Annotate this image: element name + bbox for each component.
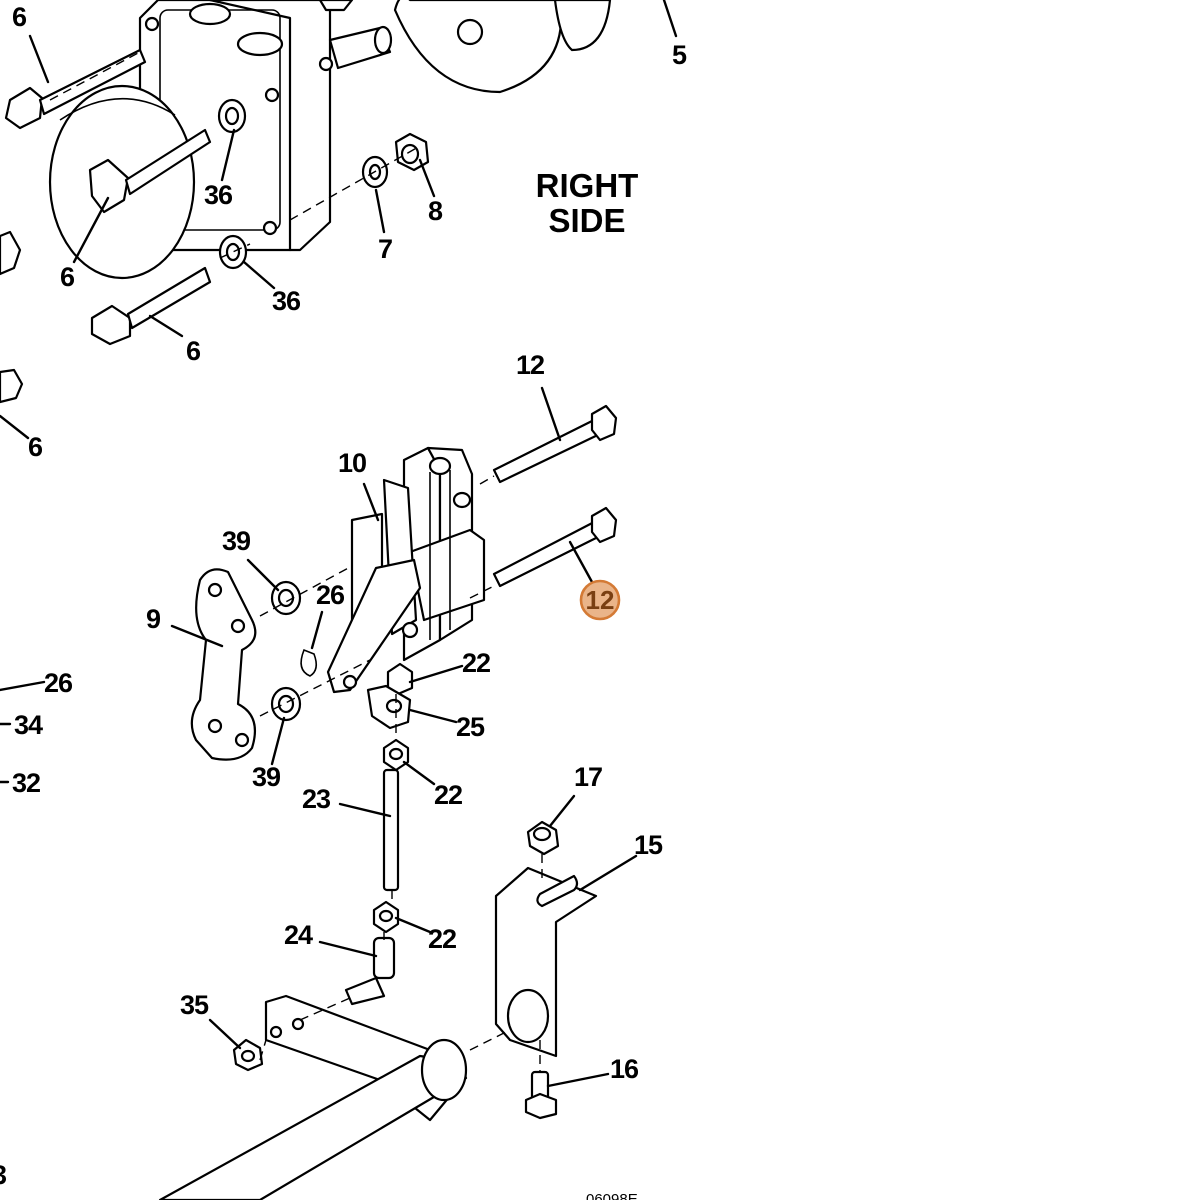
callout-8[interactable]: 8 bbox=[428, 196, 444, 226]
ball-joint-25-icon bbox=[366, 684, 412, 730]
flange-bolt-16-icon bbox=[524, 1070, 558, 1120]
highlighted-callout-12[interactable]: 12 bbox=[579, 579, 621, 621]
bolt-6-group bbox=[0, 48, 212, 404]
lower-arm-assembly bbox=[158, 994, 468, 1200]
callout-6[interactable]: 6 bbox=[28, 432, 44, 462]
pump-motor-assembly bbox=[48, 0, 612, 280]
bolt-icon bbox=[90, 266, 212, 346]
highlight-circle[interactable] bbox=[579, 579, 621, 621]
side-title-line-1: RIGHT bbox=[536, 167, 639, 204]
nut-35-icon bbox=[232, 1038, 264, 1072]
leader-lines bbox=[0, 0, 678, 1088]
callout-32[interactable]: 32 bbox=[12, 768, 41, 798]
callout-25[interactable]: 25 bbox=[456, 712, 486, 742]
long-bolt-12-upper-icon bbox=[492, 404, 618, 484]
callout-26[interactable]: 26 bbox=[316, 580, 346, 610]
callout-16[interactable]: 16 bbox=[610, 1054, 640, 1084]
callout-22[interactable]: 22 bbox=[434, 780, 463, 810]
callout-24[interactable]: 24 bbox=[284, 920, 314, 950]
pivot-bracket-10 bbox=[326, 446, 486, 694]
bolt-icon bbox=[0, 230, 22, 276]
callout-22[interactable]: 22 bbox=[462, 648, 491, 678]
callout-23[interactable]: 23 bbox=[302, 784, 332, 814]
callout-22[interactable]: 22 bbox=[428, 924, 457, 954]
washer-36-upper-icon bbox=[217, 98, 247, 134]
washer-36-lower-icon bbox=[218, 234, 248, 270]
callout-17[interactable]: 17 bbox=[574, 762, 603, 792]
bushing-39-lower-icon bbox=[270, 686, 302, 722]
callout-39[interactable]: 39 bbox=[222, 526, 252, 556]
callout-35[interactable]: 35 bbox=[180, 990, 210, 1020]
long-bolt-12-lower-icon bbox=[492, 506, 618, 588]
bracket-15 bbox=[494, 866, 598, 1058]
lock-washer-7-icon bbox=[361, 155, 389, 189]
callout-3[interactable]: 3 bbox=[0, 1160, 8, 1190]
rod-end-24-icon bbox=[344, 936, 396, 1006]
callout-5[interactable]: 5 bbox=[672, 40, 688, 70]
highlight-callout-number[interactable]: 12 bbox=[586, 585, 615, 615]
callout-9[interactable]: 9 bbox=[146, 604, 162, 634]
callout-36[interactable]: 36 bbox=[272, 286, 302, 316]
callout-36[interactable]: 36 bbox=[204, 180, 234, 210]
threaded-rod-23-icon bbox=[382, 768, 400, 892]
bolt-icon bbox=[0, 368, 24, 404]
bolt-icon bbox=[4, 48, 147, 130]
callout-10[interactable]: 10 bbox=[338, 448, 367, 478]
callout-6[interactable]: 6 bbox=[12, 2, 28, 32]
callout-39[interactable]: 39 bbox=[252, 762, 282, 792]
callout-6[interactable]: 6 bbox=[60, 262, 76, 292]
bolt-icon bbox=[88, 128, 212, 214]
flange-nut-17-icon bbox=[526, 820, 560, 856]
link-plate-9 bbox=[190, 568, 257, 761]
nut-8-icon bbox=[394, 132, 430, 172]
assembly-center-lines bbox=[49, 0, 543, 1072]
nut-22-lower-icon bbox=[372, 900, 400, 934]
callout-6[interactable]: 6 bbox=[186, 336, 202, 366]
hairpin-clip-26-icon bbox=[300, 648, 318, 677]
callout-15[interactable]: 15 bbox=[634, 830, 664, 860]
nut-22-mid-icon bbox=[382, 738, 410, 772]
callout-12[interactable]: 12 bbox=[516, 350, 545, 380]
callout-34[interactable]: 34 bbox=[14, 710, 44, 740]
callout-7[interactable]: 7 bbox=[378, 234, 393, 264]
side-title-line-2: SIDE bbox=[548, 202, 625, 239]
callout-26[interactable]: 26 bbox=[44, 668, 74, 698]
figure-code: 06098E bbox=[586, 1191, 638, 1200]
